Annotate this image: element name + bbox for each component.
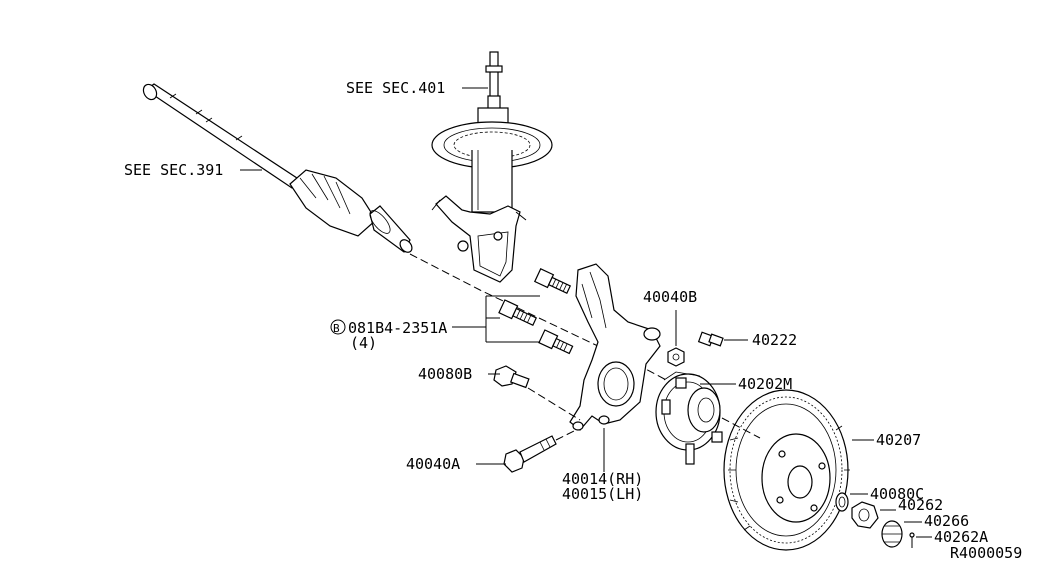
stud-40222 (697, 331, 724, 347)
nut-40040b (667, 347, 685, 367)
brake-rotor (723, 389, 850, 551)
label-40014: 40014(RH) (562, 470, 643, 488)
label-40080c: 40080C (870, 485, 924, 503)
bolt-40040a (503, 435, 557, 473)
label-40040a: 40040A (406, 455, 460, 473)
bolt-40080b (493, 365, 530, 389)
label-40262: 40262 (898, 496, 943, 514)
label-40262a: 40262A (934, 528, 988, 546)
wheel-hub (655, 371, 723, 465)
label-bolt-code: 081B4-2351A (348, 319, 447, 337)
reference-code: R4000059 (950, 544, 1022, 562)
label-40080b: 40080B (418, 365, 472, 383)
label-bolt-qty: (4) (350, 334, 377, 352)
strut-assembly (431, 51, 553, 283)
label-see-sec-391: SEE SEC.391 (124, 161, 223, 179)
label-40207: 40207 (876, 431, 921, 449)
nut-40262 (851, 501, 879, 529)
label-40040b: 40040B (643, 288, 697, 306)
label-40266: 40266 (924, 512, 969, 530)
bolt-circle-badge (330, 319, 346, 335)
cap-40266 (881, 520, 903, 548)
washer-40080c (835, 492, 849, 512)
drive-shaft (142, 83, 413, 253)
knuckle-bolts (498, 268, 574, 355)
label-bolt-circle: B (333, 322, 340, 335)
label-see-sec-401: SEE SEC.401 (346, 79, 445, 97)
label-40202m: 40202M (738, 375, 792, 393)
pin-40262a (909, 532, 915, 548)
label-40015: 40015(LH) (562, 485, 643, 503)
label-40222: 40222 (752, 331, 797, 349)
steering-knuckle (569, 263, 661, 431)
